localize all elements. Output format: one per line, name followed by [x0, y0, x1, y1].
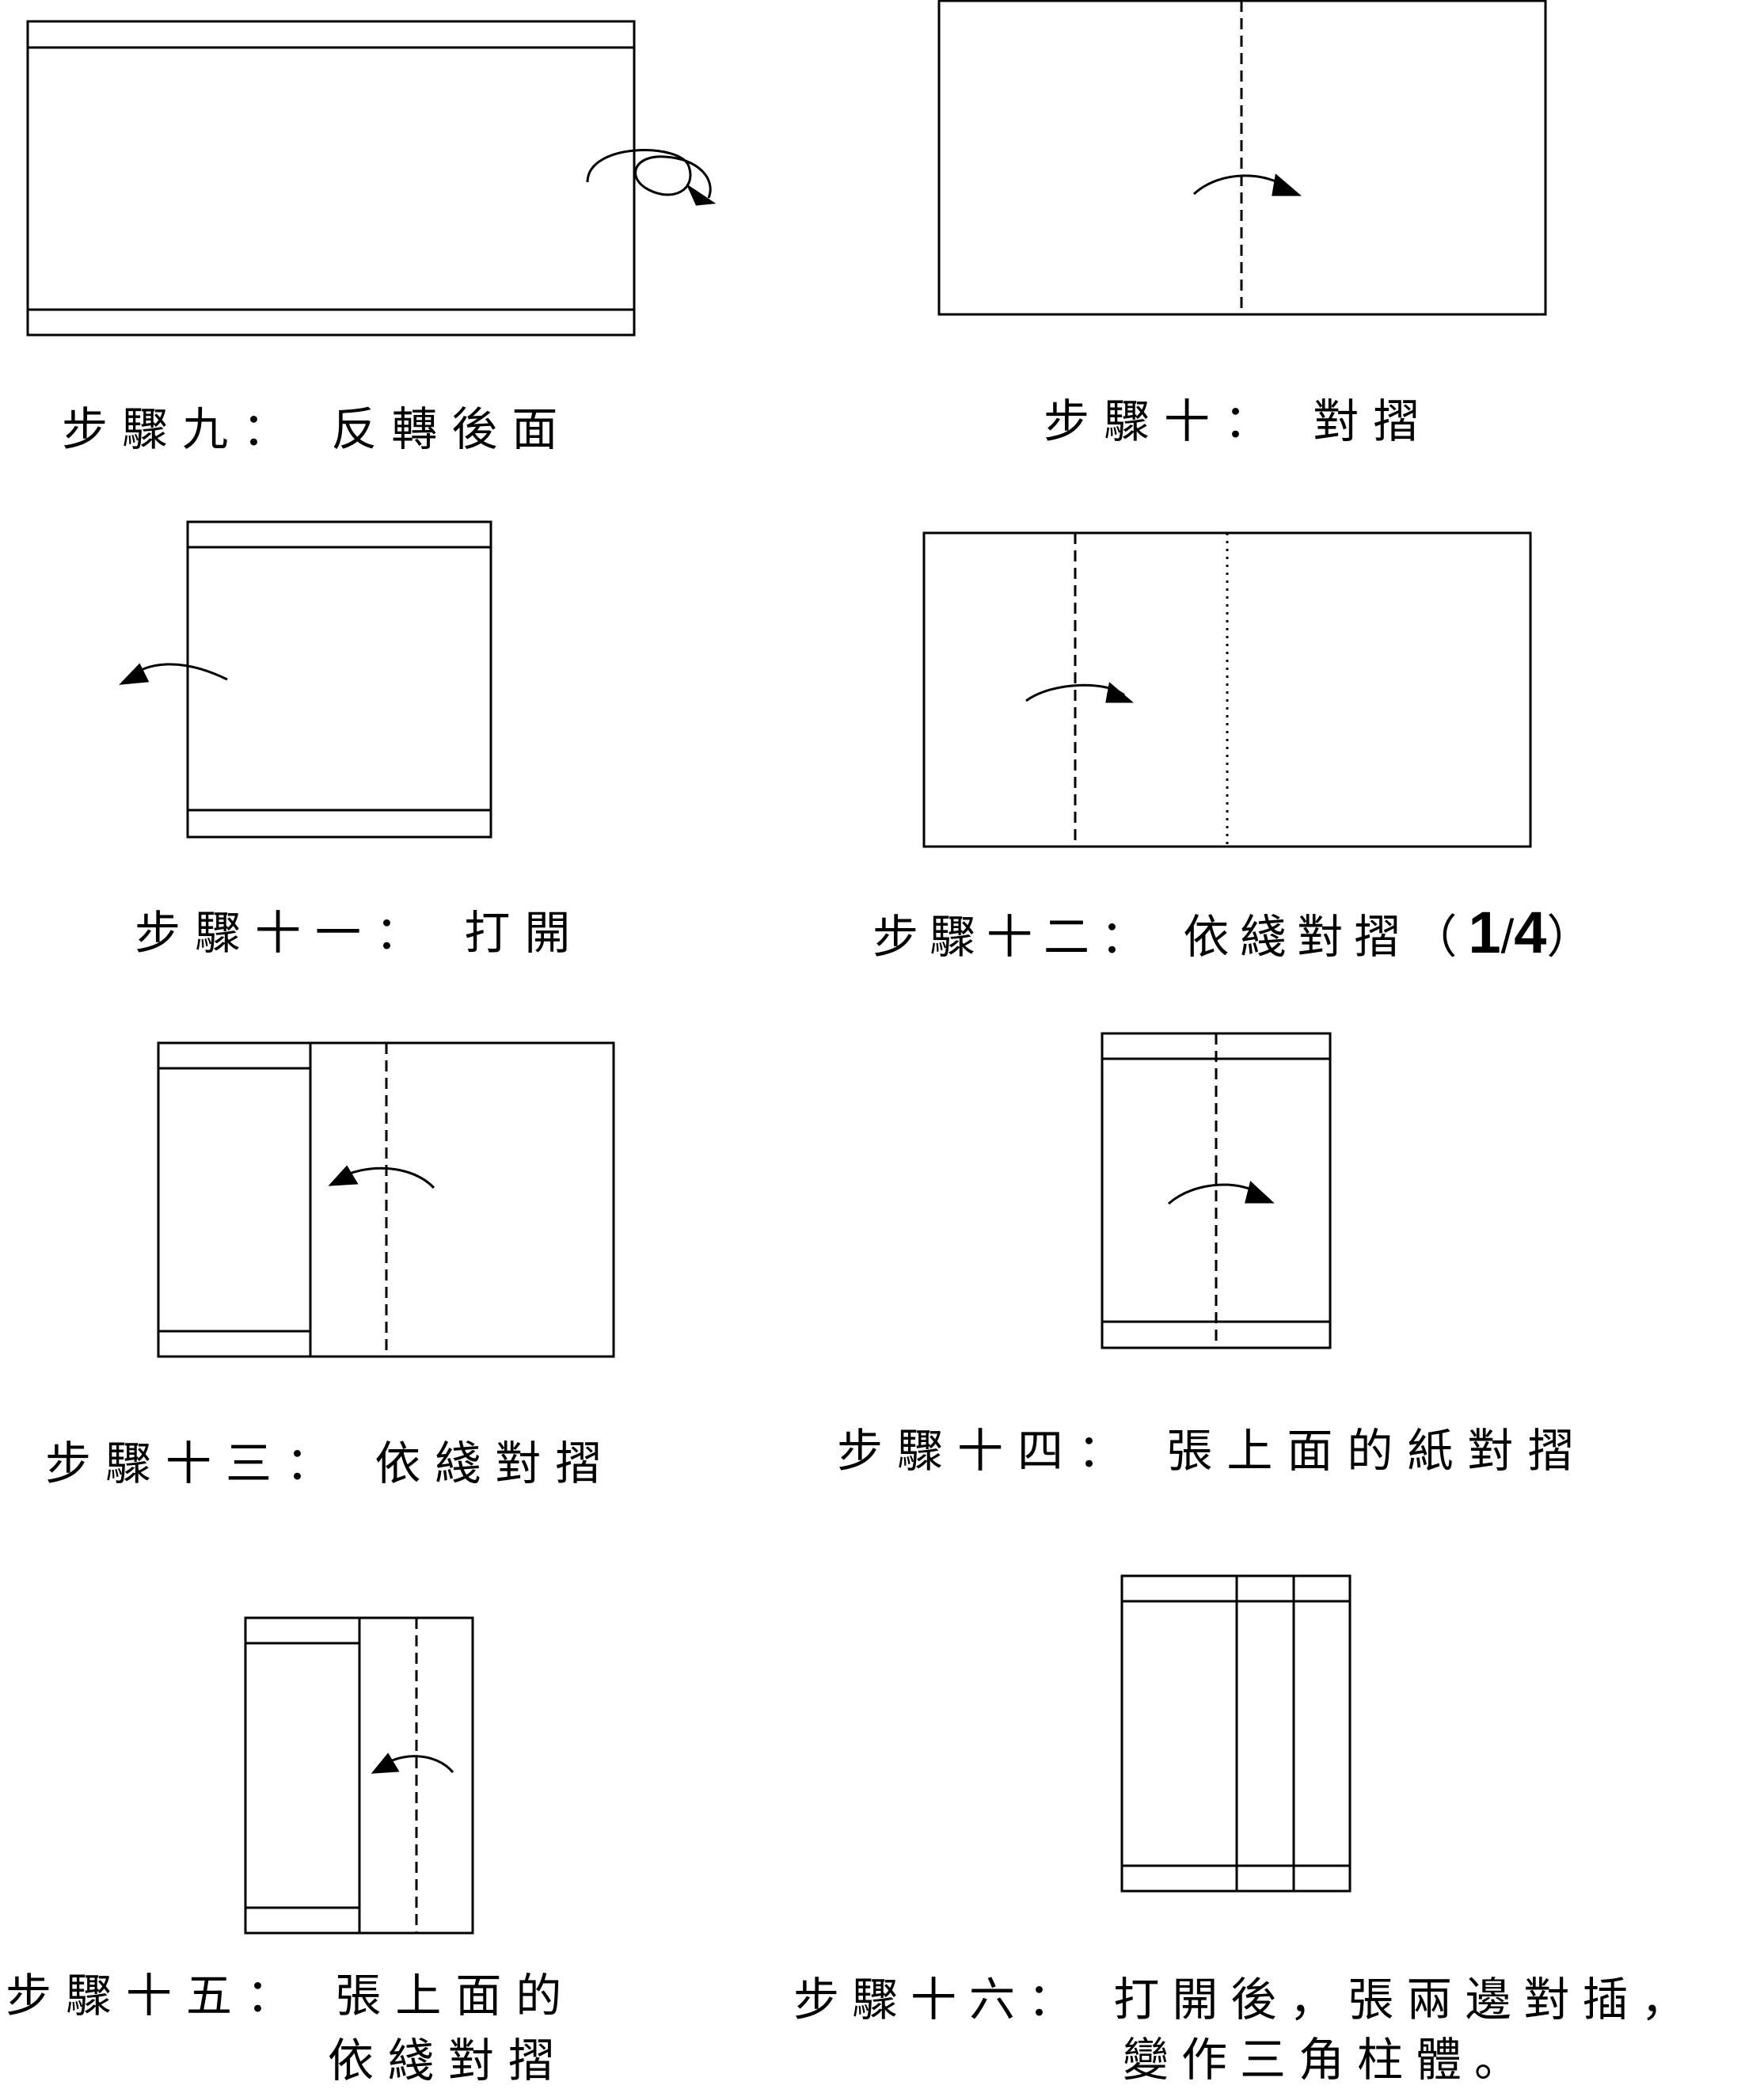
step-12-caption-num1: 1	[1468, 900, 1501, 965]
step-16-caption: 步驟十六： 打開後，張兩邊對插， 變作三角柱體。	[793, 1969, 1699, 2090]
step-9-turn-over-arrow-icon	[587, 150, 713, 204]
step-13-fold-arrow-icon	[331, 1167, 434, 1188]
step-9-figure	[28, 21, 713, 335]
step-10-caption: 步驟十： 對摺	[1044, 394, 1434, 448]
step-16-figure	[1122, 1576, 1350, 1891]
step-16-caption-line-1: 步驟十六： 打開後，張兩邊對插，	[793, 1973, 1700, 2026]
step-12-figure	[924, 533, 1530, 847]
step-15-figure	[245, 1618, 473, 1933]
step-9-caption: 步驟九： 反轉後面	[62, 402, 572, 456]
step-11-paper	[188, 522, 491, 837]
step-11-figure	[122, 522, 491, 837]
step-15-caption-line-1: 步驟十五： 張上面的	[6, 1969, 576, 2023]
step-11-unfold-arrow-icon	[122, 664, 227, 683]
step-12-caption-text: 步驟十二： 依綫對摺（	[872, 910, 1469, 964]
step-15-caption: 步驟十五： 張上面的 依綫對摺	[6, 1963, 576, 2093]
step-12-paper	[924, 533, 1530, 847]
step-12-caption-close: ）	[1546, 910, 1604, 964]
step-15-caption-line-2: 依綫對摺	[328, 2034, 569, 2087]
step-13-caption: 步驟十三： 依綫對摺	[45, 1437, 616, 1490]
step-14-caption: 步驟十四： 張上面的紙對摺	[837, 1424, 1588, 1478]
step-12-fold-arrow-icon	[1026, 684, 1131, 702]
step-12-caption-num2: 4	[1514, 900, 1547, 965]
step-15-fold-arrow-icon	[374, 1755, 453, 1772]
step-13-figure	[158, 1043, 614, 1357]
step-16-caption-line-2: 變作三角柱體。	[1123, 2033, 1534, 2087]
step-9-paper	[28, 21, 634, 335]
step-10-fold-arrow-icon	[1194, 176, 1298, 195]
step-11-caption: 步驟十一： 打開	[135, 906, 585, 960]
step-14-figure	[1102, 1033, 1330, 1348]
step-14-fold-arrow-icon	[1169, 1183, 1272, 1204]
step-12-caption-slash: /	[1500, 910, 1515, 963]
step-10-figure	[939, 1, 1545, 314]
step-12-caption: 步驟十二： 依綫對摺（1/4）	[872, 900, 1603, 970]
